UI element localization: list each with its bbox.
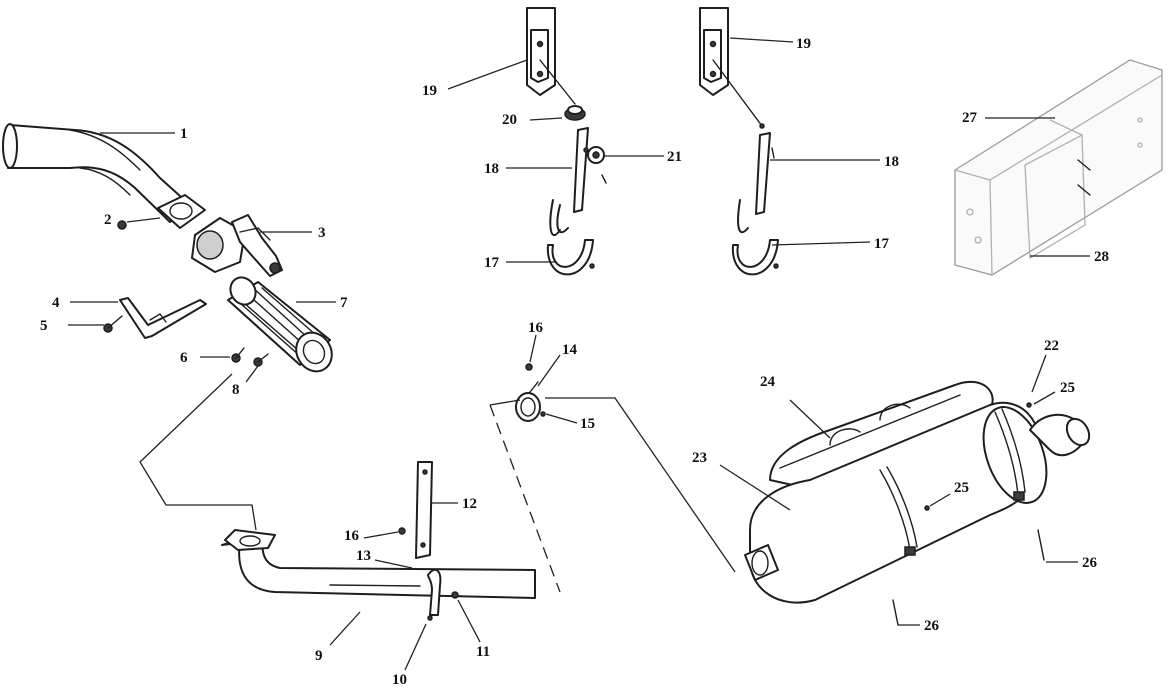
callout-23: 23 — [692, 450, 707, 466]
routing-lines — [139, 373, 736, 593]
callout-26-front: 26 — [924, 618, 940, 634]
callout-7: 7 — [340, 295, 348, 311]
callout-25-front: 25 — [954, 480, 969, 496]
muffler-strap-rear — [994, 408, 1026, 501]
bellows-nut — [253, 353, 269, 367]
callout-27: 27 — [962, 110, 978, 126]
exhaust-pipe — [221, 529, 536, 599]
inlet-flange — [157, 194, 206, 229]
callout-13: 13 — [356, 548, 371, 564]
bellows-bolt — [231, 347, 245, 363]
callout-18-left: 18 — [484, 161, 499, 177]
callout-21: 21 — [667, 149, 682, 165]
muffler-strap-right — [731, 199, 779, 276]
hanger-arm-right — [755, 132, 775, 215]
muffler-strap-front — [879, 466, 918, 556]
hanger-left — [526, 7, 576, 105]
callout-3: 3 — [318, 225, 326, 241]
bracket-bolt — [103, 315, 123, 333]
callout-1: 1 — [180, 126, 188, 142]
callout-16-lower: 16 — [344, 528, 360, 544]
callout-26-rear: 26 — [1082, 555, 1098, 571]
callout-labels: 1 2 3 4 5 6 7 8 9 10 11 12 13 14 15 16 1… — [40, 36, 1109, 688]
washer — [587, 146, 605, 164]
leader-lines — [68, 37, 1090, 671]
pipe-hanger-bracket — [415, 461, 433, 559]
callout-24: 24 — [760, 374, 776, 390]
rubber-isolator — [564, 105, 586, 121]
band-clamp — [515, 363, 546, 422]
hanger-right — [699, 7, 765, 129]
flexible-bellows — [227, 276, 333, 373]
callout-25-rear: 25 — [1060, 380, 1075, 396]
muffler-heat-shield — [769, 380, 994, 491]
hanger-bolt-lower — [398, 527, 406, 535]
callout-9: 9 — [315, 648, 323, 664]
callout-28: 28 — [1094, 249, 1109, 265]
flange-bolt — [117, 220, 127, 230]
callout-17-right: 17 — [874, 236, 890, 252]
muffler-hardware — [892, 402, 1045, 626]
muffler-strap-left — [546, 199, 595, 276]
callout-12: 12 — [462, 496, 477, 512]
callout-22: 22 — [1044, 338, 1059, 354]
callout-16-upper: 16 — [528, 320, 544, 336]
callout-19-left: 19 — [422, 83, 437, 99]
callout-5: 5 — [40, 318, 48, 334]
callout-19-right: 19 — [796, 36, 811, 52]
callout-15: 15 — [580, 416, 595, 432]
frame-rail — [954, 59, 1163, 276]
callout-17-left: 17 — [484, 255, 500, 271]
callout-4: 4 — [52, 295, 60, 311]
callout-20: 20 — [502, 112, 517, 128]
callout-10: 10 — [392, 672, 407, 688]
callout-11: 11 — [476, 644, 490, 660]
callout-8: 8 — [232, 382, 240, 398]
callout-14: 14 — [562, 342, 578, 358]
muffler-body — [744, 401, 1091, 604]
callout-18-right: 18 — [884, 154, 899, 170]
hanger-arm-left — [573, 127, 607, 213]
callout-6: 6 — [180, 350, 188, 366]
callout-2: 2 — [104, 212, 112, 228]
exhaust-brake-valve — [191, 214, 283, 277]
bracket-plate — [119, 297, 207, 339]
pipe-clamp — [427, 568, 459, 621]
